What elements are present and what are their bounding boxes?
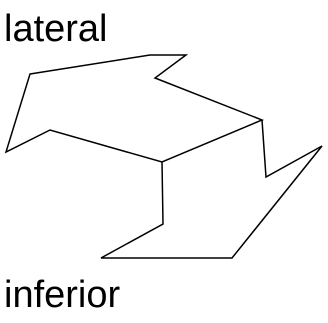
label-lateral: lateral [4, 8, 108, 50]
upper-wing-outline [4, 54, 264, 163]
lower-wing-outline [100, 119, 323, 259]
label-inferior: inferior [4, 274, 121, 316]
